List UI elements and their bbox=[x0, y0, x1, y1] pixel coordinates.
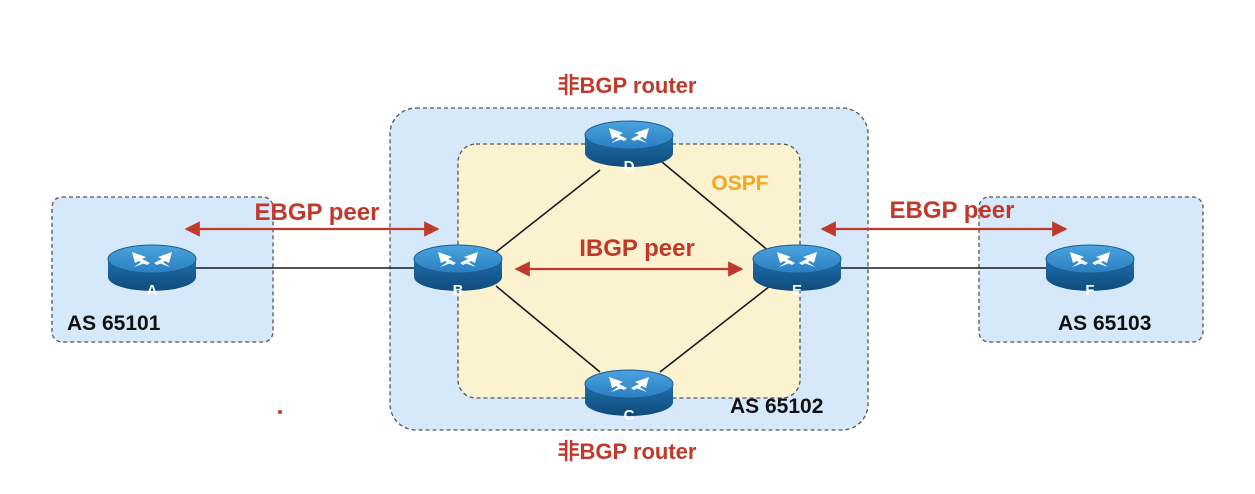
stray-dot bbox=[278, 410, 282, 414]
ibgp-peer-label: IBGP peer bbox=[579, 235, 695, 262]
router-f-label: F bbox=[1085, 282, 1094, 299]
as-65103-label: AS 65103 bbox=[1058, 312, 1151, 335]
router-a-icon: A bbox=[107, 244, 197, 299]
non-bgp-router-top-label: 非BGP router bbox=[558, 73, 697, 98]
link-d-e bbox=[661, 161, 771, 253]
router-d-icon: D bbox=[584, 120, 674, 175]
router-c-label: C bbox=[624, 407, 635, 424]
router-e-label: E bbox=[792, 282, 802, 299]
ebgp-peer-right-label: EBGP peer bbox=[890, 197, 1015, 224]
link-b-d bbox=[495, 169, 601, 253]
router-a-label: A bbox=[147, 282, 158, 299]
as-65101-label: AS 65101 bbox=[67, 312, 161, 335]
link-b-c bbox=[495, 285, 601, 373]
ebgp-peer-left-label: EBGP peer bbox=[255, 199, 380, 226]
links bbox=[195, 161, 1050, 373]
router-e-icon: E bbox=[752, 244, 842, 299]
ospf-label: OSPF bbox=[711, 172, 768, 195]
router-f-icon: F bbox=[1045, 244, 1135, 299]
router-d-label: D bbox=[624, 158, 635, 175]
router-b-icon: B bbox=[413, 244, 503, 299]
non-bgp-router-bottom-label: 非BGP router bbox=[558, 439, 697, 464]
as-65102-label: AS 65102 bbox=[730, 395, 823, 418]
router-c-icon: C bbox=[584, 369, 674, 424]
link-c-e bbox=[659, 285, 771, 373]
router-b-label: B bbox=[453, 282, 464, 299]
